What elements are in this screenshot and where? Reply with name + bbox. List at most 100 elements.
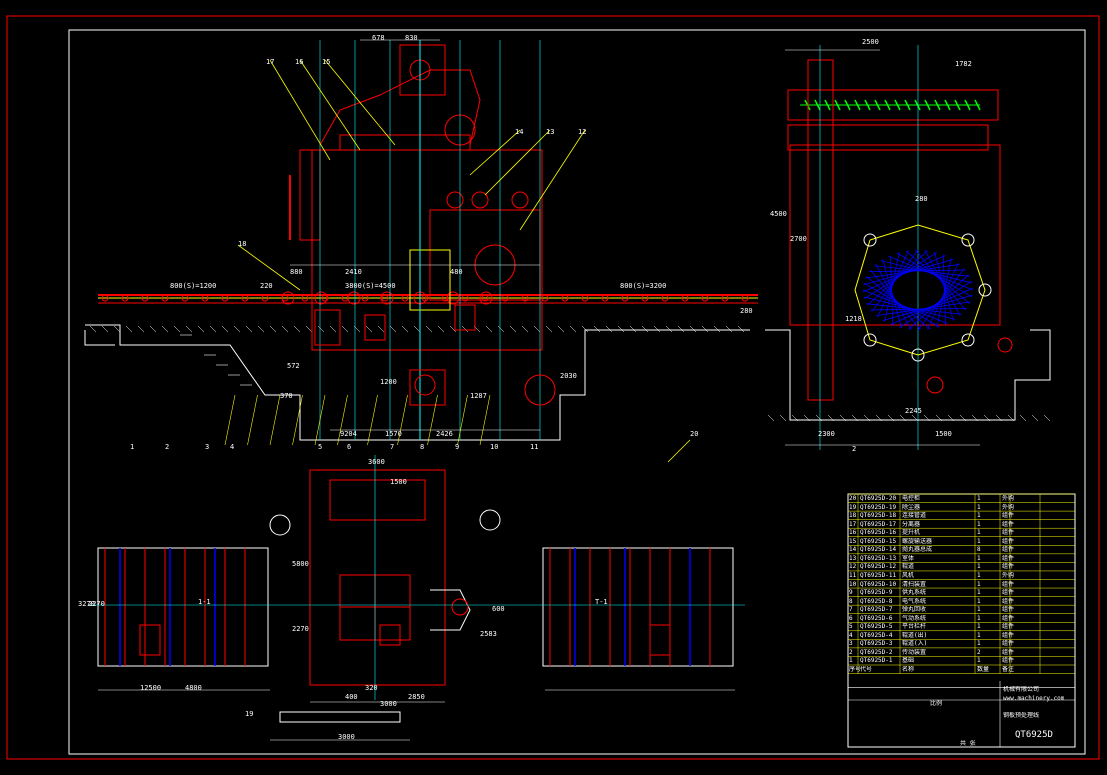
blast-wheel-2 [471, 191, 489, 209]
title-cell: 分离器 [902, 520, 921, 528]
title-cell: QT6925D-5 [860, 623, 893, 631]
title-cell: 1 [977, 640, 981, 648]
foundation-hatch [389, 325, 397, 333]
foundation-hatch [653, 325, 661, 333]
screw-flight [934, 99, 941, 111]
balloon-leader [237, 244, 301, 291]
conveyor-roller [461, 294, 469, 302]
title-cell: 传动装置 [902, 648, 927, 656]
title-cell: 组件 [1002, 640, 1015, 648]
front-dim-mid: 220 [260, 282, 273, 290]
title-cell: 组件 [1002, 537, 1015, 545]
plan-right-drive [649, 624, 671, 656]
title-cell: 除尘器 [902, 503, 921, 511]
title-cell: 12 [849, 563, 857, 571]
hopper-motor [414, 374, 436, 396]
plan-left-tank [269, 514, 291, 536]
conveyor-roller [241, 294, 249, 302]
bottom-leader [314, 394, 326, 446]
blast-wheel [978, 283, 992, 297]
title-cell: 1 [977, 537, 981, 545]
title-cell: QT6925D-11 [860, 571, 897, 579]
balloon-leader [324, 59, 396, 146]
dust-hopper [409, 369, 446, 406]
blast-wheel [961, 333, 975, 347]
foundation-hatch [665, 325, 673, 333]
front-dim-mid: 800(S)=3200 [620, 282, 667, 290]
screw-flight [834, 99, 841, 111]
plan-balloon: 19 [245, 710, 254, 718]
plan-dim-left: 2270 [292, 625, 309, 633]
screw-flight [954, 99, 961, 111]
foundation-hatch [401, 325, 409, 333]
foundation-hatch [221, 325, 229, 333]
screw-flight [874, 99, 881, 111]
plan-dim-top: 3600 [368, 458, 385, 466]
title-cell: 组件 [1002, 546, 1015, 554]
side-dim-left: 2700 [790, 235, 807, 243]
side-conveyor-housing [787, 89, 999, 121]
plan-dim-bottom: 4800 [185, 684, 202, 692]
balloon-leader [469, 129, 521, 176]
foundation-hatch [149, 325, 157, 333]
title-sheet-label: 共 张 [960, 740, 976, 747]
foundation-hatch [641, 325, 649, 333]
plan-motor [379, 624, 401, 646]
screw-flight [974, 99, 981, 111]
bottom-leader [224, 394, 236, 446]
screw-flight [824, 99, 831, 111]
foundation-hatch [449, 325, 457, 333]
side-top-beam [787, 124, 989, 151]
blast-wheel-1 [446, 191, 464, 209]
side-hatch [791, 414, 799, 422]
plan-left-drive [139, 624, 161, 656]
plan-dim-left: 2270 [88, 600, 105, 608]
plan-dim-bottom: 3000 [380, 700, 397, 708]
title-cell: QT6925D-18 [860, 512, 897, 520]
title-cell: 1 [977, 495, 981, 502]
title-cell: 辊道(入) [902, 640, 928, 648]
front-bottom-balloon: 2 [165, 443, 170, 451]
title-header-cell: 备注 [1002, 666, 1015, 673]
foundation-hatch [245, 325, 253, 333]
title-cell: 组件 [1002, 580, 1015, 588]
screw-flight [894, 99, 901, 111]
title-cell: 3 [849, 640, 853, 648]
front-bottom-balloon: 9 [455, 443, 460, 451]
front-dim-lower: 2426 [436, 430, 453, 438]
side-hopper [926, 376, 944, 394]
plan-section-label: T-1 [595, 598, 608, 606]
side-hatch [947, 414, 955, 422]
motor-box [314, 309, 341, 346]
side-dim-bottom: 2300 [818, 430, 835, 438]
foundation-hatch [125, 325, 133, 333]
bottom-leader [397, 394, 408, 446]
chamber-roller [380, 291, 394, 305]
side-hatch [1007, 414, 1015, 422]
balloon-leader [269, 59, 331, 161]
foundation-hatch [677, 325, 685, 333]
conveyor-roller [521, 294, 529, 302]
bottom-leader [269, 394, 281, 446]
plan-top-unit [329, 479, 426, 521]
plan-fan [451, 598, 469, 616]
front-bottom-balloon: 3 [205, 443, 210, 451]
bottom-leader [337, 394, 348, 446]
foundation-hatch [605, 325, 613, 333]
balloon-leader [299, 59, 361, 151]
title-cell: QT6925D-7 [860, 606, 893, 614]
side-hatch [887, 414, 895, 422]
front-balloon: 16 [295, 58, 304, 66]
conveyor-roller [381, 294, 389, 302]
blast-wheel [911, 348, 925, 362]
plan-dim-top: 1500 [390, 478, 407, 486]
title-cell: 13 [849, 554, 857, 562]
front-dim-mid: 280 [740, 307, 753, 315]
front-foundation [85, 324, 750, 441]
title-cell: 组件 [1002, 597, 1015, 605]
side-hatch [1031, 414, 1039, 422]
foundation-hatch [137, 325, 145, 333]
foundation-hatch [257, 325, 265, 333]
title-cell: QT6925D-12 [860, 563, 897, 571]
